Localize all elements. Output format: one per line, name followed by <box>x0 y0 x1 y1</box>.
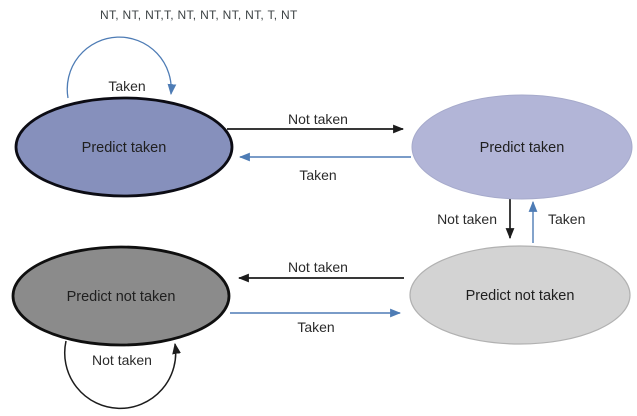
state-predict-taken-strong-shape <box>14 96 234 198</box>
state-predict-taken-weak-label: Predict taken <box>480 140 565 156</box>
state-predict-taken-strong: Predict taken <box>14 96 234 198</box>
edge-loop-taken-strong <box>66 36 177 99</box>
state-predict-taken-strong-label: Predict taken <box>82 140 167 156</box>
edge-taken-strong-to-taken-weak-label: Not taken <box>288 111 348 127</box>
edge-taken-weak-to-taken-strong-label: Taken <box>299 167 336 183</box>
state-predict-taken-weak: Predict taken <box>411 94 633 200</box>
state-predict-taken-weak-shape <box>411 94 633 200</box>
state-predict-not-taken-weak-label: Predict not taken <box>466 288 575 304</box>
state-predict-not-taken-weak: Predict not taken <box>409 245 631 345</box>
edge-loop-taken-strong-label: Taken <box>108 78 145 94</box>
state-predict-not-taken-weak-shape <box>409 245 631 345</box>
state-predict-not-taken-strong-shape <box>11 245 231 347</box>
edge-not-taken-strong-to-not-taken-weak-label: Taken <box>297 319 334 335</box>
state-predict-not-taken-strong-label: Predict not taken <box>67 289 176 305</box>
edge-loop-not-taken-strong <box>63 340 181 410</box>
branch-outcome-sequence-label: NT, NT, NT,T, NT, NT, NT, NT, T, NT <box>100 8 298 22</box>
edge-taken-weak-to-not-taken-weak-label: Not taken <box>437 211 497 227</box>
state-predict-not-taken-strong: Predict not taken <box>11 245 231 347</box>
edge-not-taken-weak-to-not-taken-strong-label: Not taken <box>288 259 348 275</box>
edge-loop-not-taken-strong-label: Not taken <box>92 352 152 368</box>
edge-not-taken-weak-to-taken-weak-label: Taken <box>548 211 585 227</box>
